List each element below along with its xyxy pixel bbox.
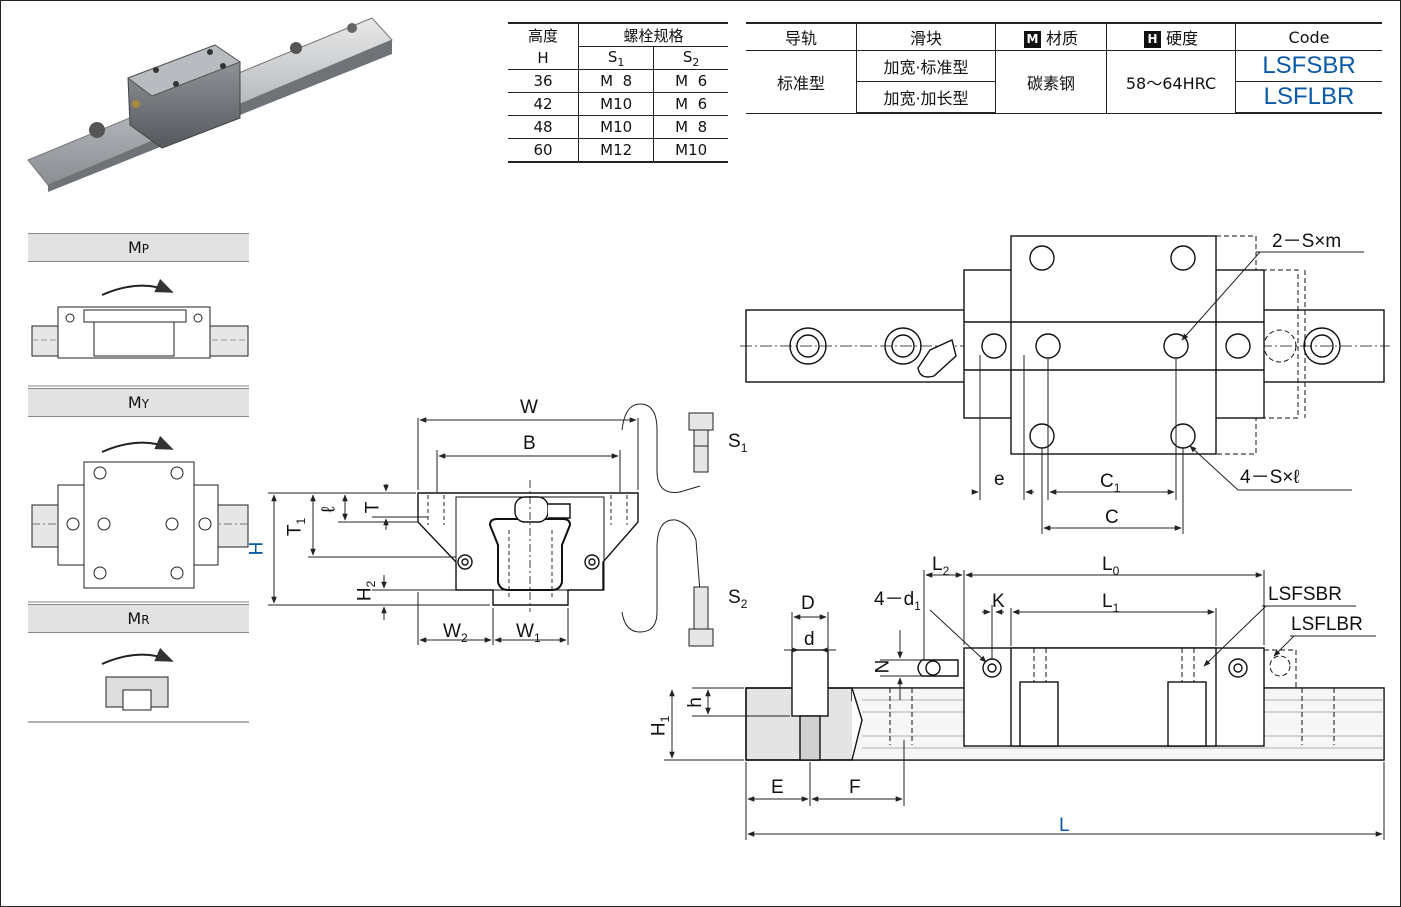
hardness-cell: 58～64HRC [1106,50,1236,114]
dim-l2: L2 [932,554,950,578]
dim-s1: S1 [728,431,748,455]
dim-h2: H2 [354,580,379,602]
table-cell: 48 [508,115,579,139]
product-photo [27,17,393,192]
dim-s2: S2 [728,587,748,611]
callout-lsflbr: LSFLBR [1291,614,1363,635]
code-cell: LSFLBR [1235,81,1382,114]
side-view [745,647,1385,761]
block-header: 滑块 [856,22,996,51]
dim-h-small: h [684,697,706,708]
dim-k: K [992,591,1005,612]
rail-cell: 标准型 [746,50,857,114]
dim-t: T [362,501,384,514]
table-cell: M12 [577,138,655,163]
mr-header: MR [28,604,249,633]
table-cell: M10 [577,115,655,139]
top-view [740,235,1390,455]
dim-b: B [523,433,536,454]
dim-n: N [872,659,894,674]
s2-header: S2 [653,46,728,70]
section-dims [268,403,701,645]
mp-header: MP [28,233,249,262]
dim-w2: W2 [443,621,468,645]
dim-c1: C1 [1100,471,1121,495]
side-dims [664,570,1385,840]
code-cell: LSFSBR [1235,50,1382,82]
table-cell: 36 [508,69,579,93]
dim-l0: L0 [1102,554,1120,578]
bolt-s2 [688,586,714,647]
table-cell: M 8 [653,115,728,139]
dim-s-x-l: 4－S×ℓ [1240,467,1300,488]
height-symbol: H [508,46,579,70]
table-cell: M 8 [577,69,655,93]
hardness-mark-icon: H [1143,31,1161,48]
callout-lsfsbr: LSFSBR [1268,584,1342,605]
block-cell: 加宽·加长型 [856,81,996,114]
section-view [417,480,639,612]
mr-diagram [101,647,174,711]
table-cell: M 6 [653,92,728,116]
my-header: MY [28,388,249,417]
dim-e: e [994,469,1005,490]
dim-d1: 4－d1 [874,589,921,613]
dim-h1: H1 [648,715,673,737]
dim-f: F [849,777,861,798]
dim-s-x-m: 2－S×m [1272,231,1342,252]
my-diagram [31,435,249,589]
top-dims [971,251,1364,534]
table-cell: M10 [653,138,728,163]
dim-t1: T1 [284,517,309,537]
table-cell: 60 [508,138,579,163]
material-mark-icon: M [1023,31,1041,48]
dim-c: C [1105,507,1119,528]
bolt-s1 [688,412,714,473]
dim-h: H [246,541,268,556]
dim-w: W [520,397,538,418]
table-cell: M10 [577,92,655,116]
height-header: 高度 [508,22,579,47]
code-header: Code [1235,22,1382,51]
dim-l1: L1 [1102,591,1120,615]
dim-l-total: L [1059,815,1070,836]
bolt-spec-header: 螺栓规格 [578,22,728,47]
table-cell: 42 [508,92,579,116]
dim-l: ℓ [318,506,340,513]
dim-w1: W1 [516,621,541,645]
mp-diagram [31,278,249,359]
dim-e-big: E [771,777,784,798]
s1-header: S1 [577,46,655,70]
table-cell: M 6 [653,69,728,93]
dim-d-small: d [804,629,815,650]
material-cell: 碳素钢 [995,50,1107,114]
block-cell: 加宽·标准型 [856,50,996,82]
dim-d-big: D [801,593,815,614]
rail-header: 导轨 [746,22,857,51]
